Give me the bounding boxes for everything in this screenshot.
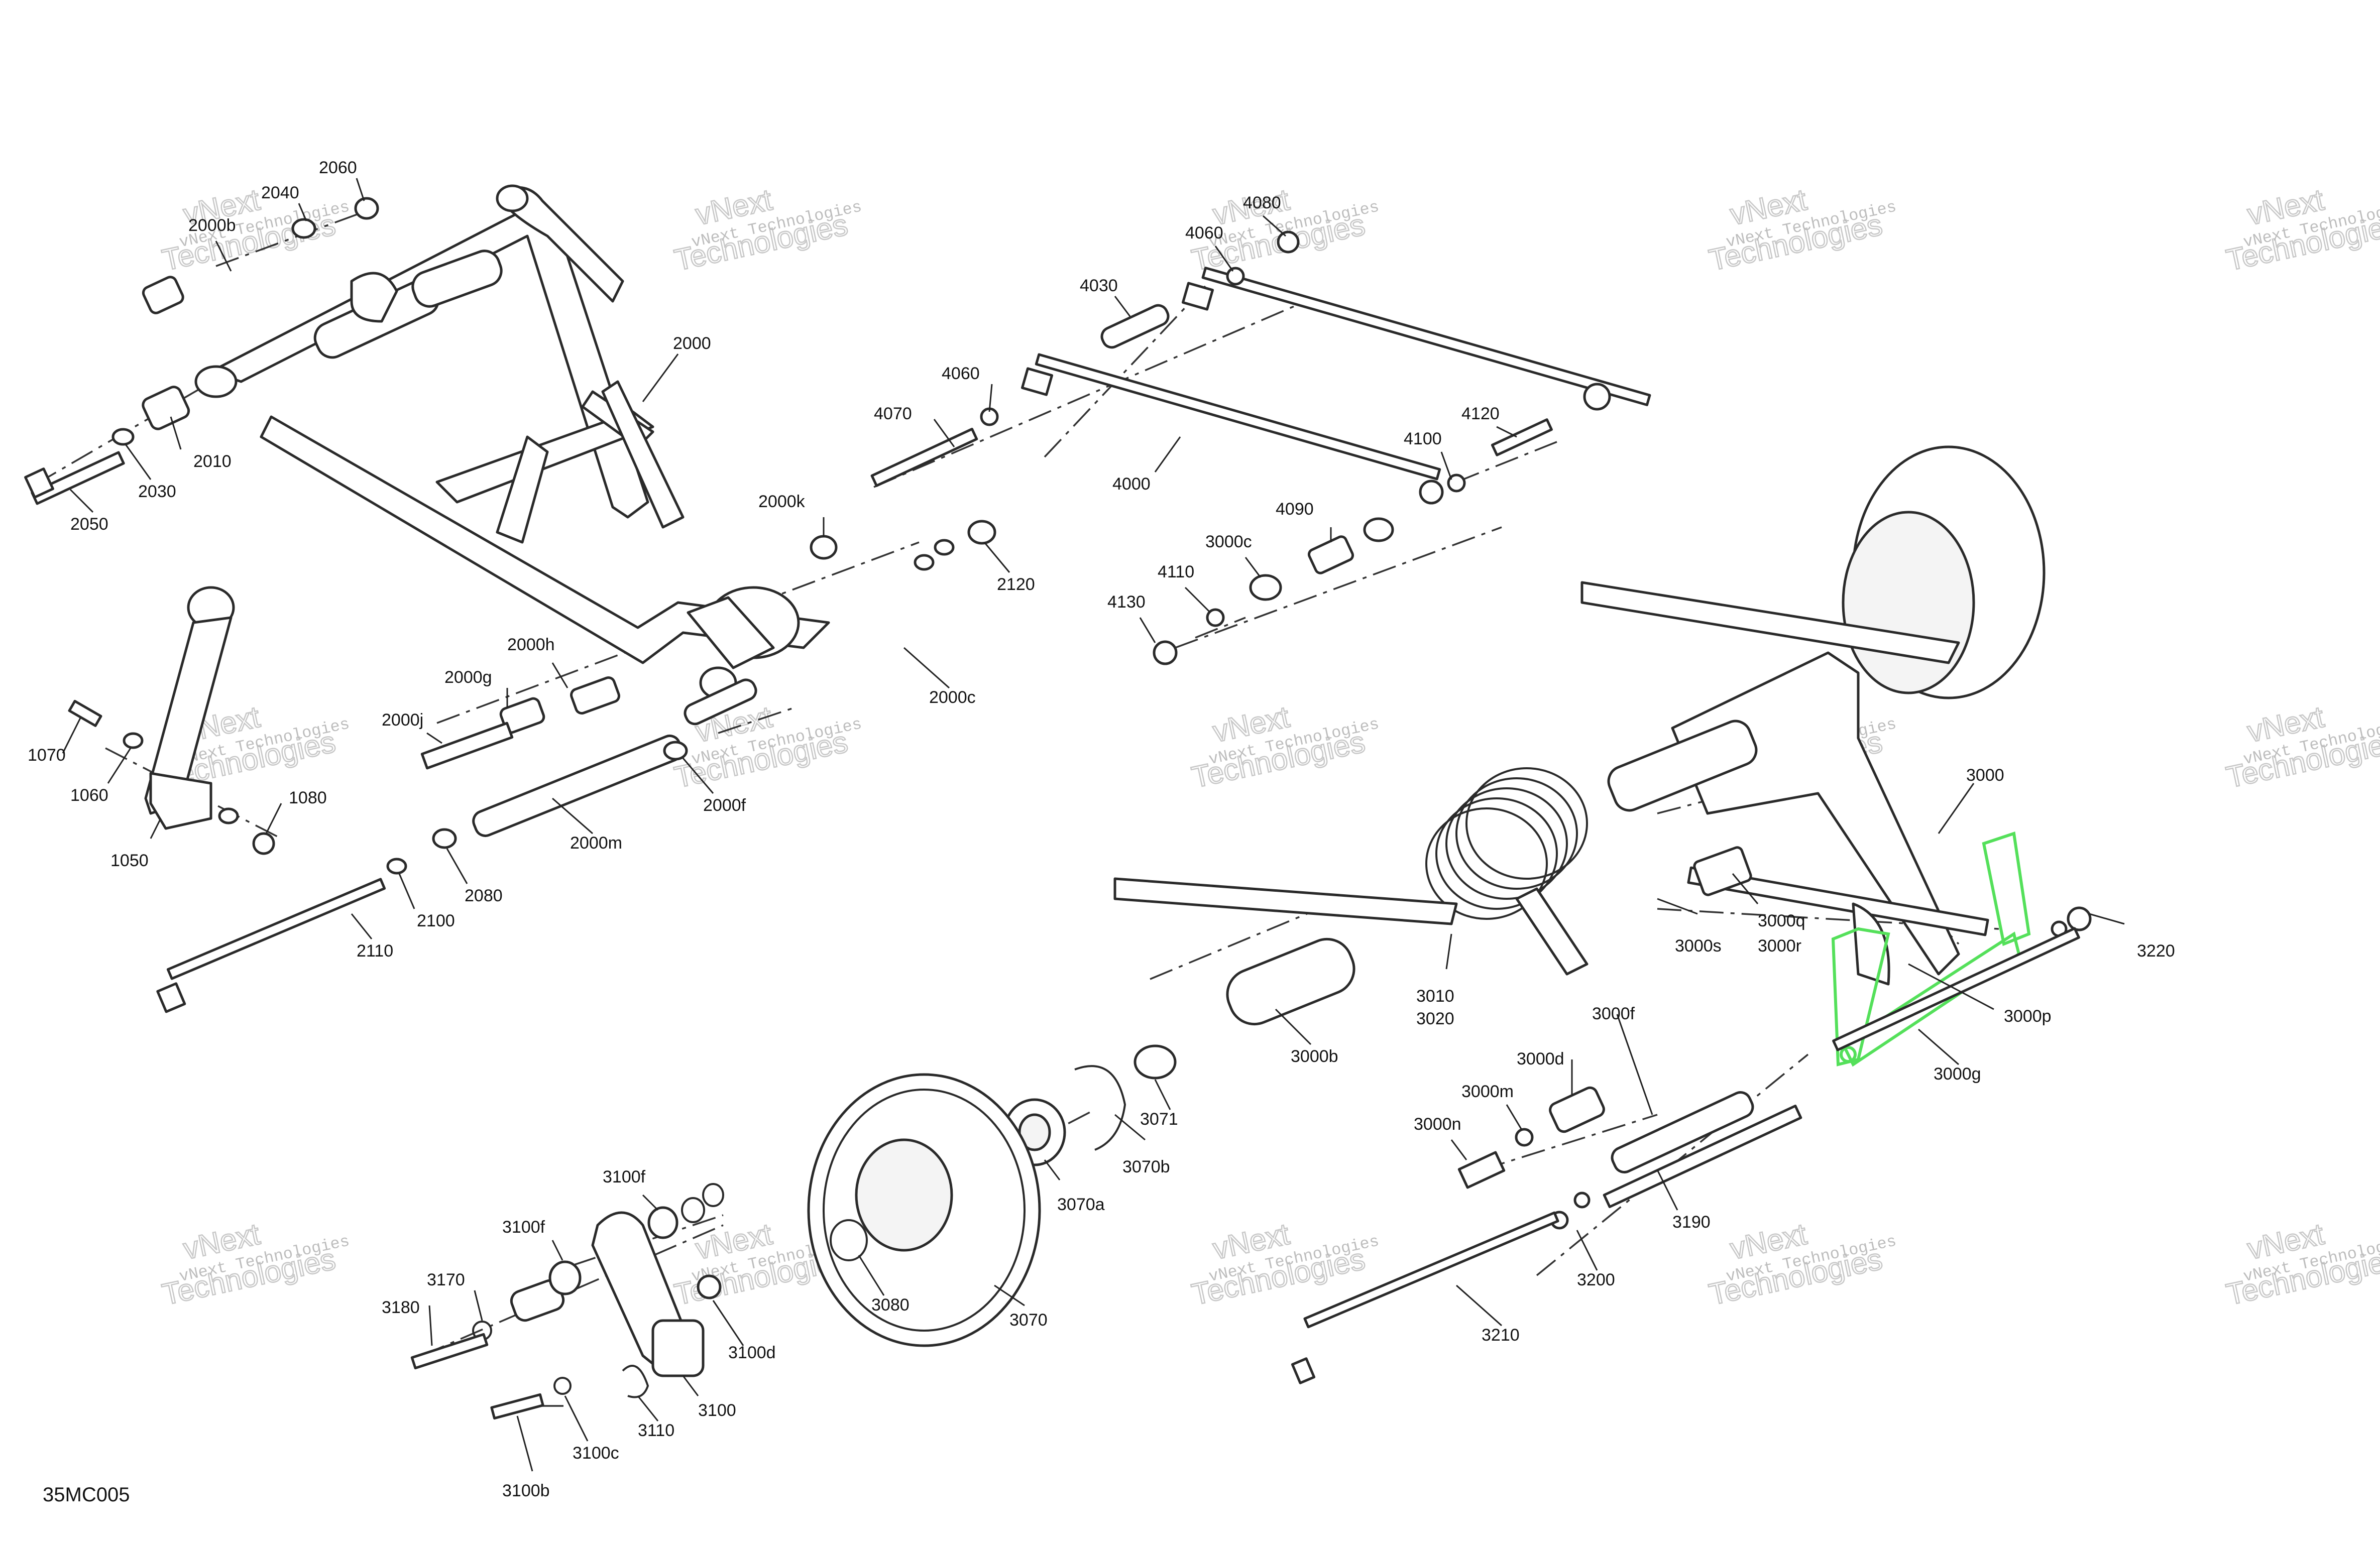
callout-3000d: 3000d xyxy=(1517,1049,1564,1069)
leader-lines xyxy=(62,178,2125,1472)
callout-2010: 2010 xyxy=(193,452,232,471)
diagram-id: 35MC005 xyxy=(43,1484,130,1506)
callout-2080: 2080 xyxy=(465,886,503,905)
callout-2100: 2100 xyxy=(417,911,455,930)
callout-3170: 3170 xyxy=(427,1270,465,1289)
callout-3100c: 3100c xyxy=(573,1444,619,1463)
callout-4060-top: 4060 xyxy=(1185,223,1223,243)
callout-2050: 2050 xyxy=(70,515,108,534)
callout-3000q: 3000q xyxy=(1758,911,1805,930)
callout-2120: 2120 xyxy=(997,575,1035,594)
callout-2040: 2040 xyxy=(261,183,299,202)
callout-3210: 3210 xyxy=(1482,1326,1520,1345)
callout-3180: 3180 xyxy=(382,1298,420,1317)
callout-1070: 1070 xyxy=(28,746,66,765)
callout-3000f: 3000f xyxy=(1592,1004,1635,1023)
callout-2000h: 2000h xyxy=(507,635,555,654)
pivot-arm-3100 xyxy=(591,1211,705,1377)
callout-labels: 2060 2040 2000b 2000 2010 2030 2050 2000… xyxy=(28,158,2175,1506)
callout-2110: 2110 xyxy=(357,941,393,961)
callout-3100f: 3100f xyxy=(502,1218,545,1237)
callout-3000m: 3000m xyxy=(1461,1082,1514,1101)
callout-3070b: 3070b xyxy=(1122,1157,1170,1176)
callout-4110: 4110 xyxy=(1158,562,1194,581)
callout-3000p: 3000p xyxy=(2004,1007,2052,1026)
callout-3100f-top: 3100f xyxy=(603,1167,646,1186)
callout-3000r: 3000r xyxy=(1758,936,1801,956)
callout-3190: 3190 xyxy=(1672,1213,1711,1232)
callout-3100b: 3100b xyxy=(502,1481,550,1500)
callout-3000c: 3000c xyxy=(1205,532,1252,551)
callout-3000b: 3000b xyxy=(1291,1047,1338,1066)
callout-2000f: 2000f xyxy=(703,796,746,815)
a-arm-2000 xyxy=(194,184,830,726)
callout-3071: 3071 xyxy=(1140,1110,1178,1129)
callout-3100d: 3100d xyxy=(728,1343,776,1362)
callout-4000: 4000 xyxy=(1112,474,1151,494)
callout-4130: 4130 xyxy=(1107,592,1146,612)
callout-3000n: 3000n xyxy=(1414,1115,1461,1134)
callout-2000b: 2000b xyxy=(188,216,236,235)
callout-2000m: 2000m xyxy=(570,834,622,853)
callout-2000j: 2000j xyxy=(382,710,423,730)
callout-2000c: 2000c xyxy=(929,688,976,707)
callout-3100: 3100 xyxy=(698,1401,736,1420)
callout-4060: 4060 xyxy=(942,364,980,383)
callout-2000g: 2000g xyxy=(444,668,492,687)
callout-3080: 3080 xyxy=(871,1295,910,1315)
callout-3070a: 3070a xyxy=(1057,1195,1105,1214)
callout-3220: 3220 xyxy=(2137,941,2175,961)
callout-3070: 3070 xyxy=(1009,1311,1048,1330)
callout-4120: 4120 xyxy=(1461,404,1500,423)
callout-3010: 3010 xyxy=(1416,987,1454,1006)
callout-3000: 3000 xyxy=(1966,766,2004,785)
parts xyxy=(24,184,2092,1420)
swing-arm-3000 xyxy=(1580,445,2046,986)
callout-3000g: 3000g xyxy=(1934,1064,1981,1084)
callout-2060: 2060 xyxy=(319,158,357,177)
callout-3200: 3200 xyxy=(1577,1270,1615,1289)
callout-3020: 3020 xyxy=(1416,1009,1454,1028)
spring-3010 xyxy=(1113,767,1589,976)
callout-3110: 3110 xyxy=(638,1421,674,1440)
callout-4100: 4100 xyxy=(1404,429,1442,448)
callout-3000s: 3000s xyxy=(1675,936,1722,956)
callout-4080: 4080 xyxy=(1243,193,1281,212)
callout-2000k: 2000k xyxy=(758,492,806,511)
callout-1080: 1080 xyxy=(289,788,327,807)
callout-4070: 4070 xyxy=(874,404,912,423)
callout-1050: 1050 xyxy=(110,851,149,870)
callout-4090: 4090 xyxy=(1276,500,1314,519)
callout-4030: 4030 xyxy=(1080,276,1118,295)
callout-2000: 2000 xyxy=(673,334,711,353)
lever-1050 xyxy=(144,586,235,830)
callout-2030: 2030 xyxy=(138,482,176,501)
callout-1060: 1060 xyxy=(70,786,108,805)
